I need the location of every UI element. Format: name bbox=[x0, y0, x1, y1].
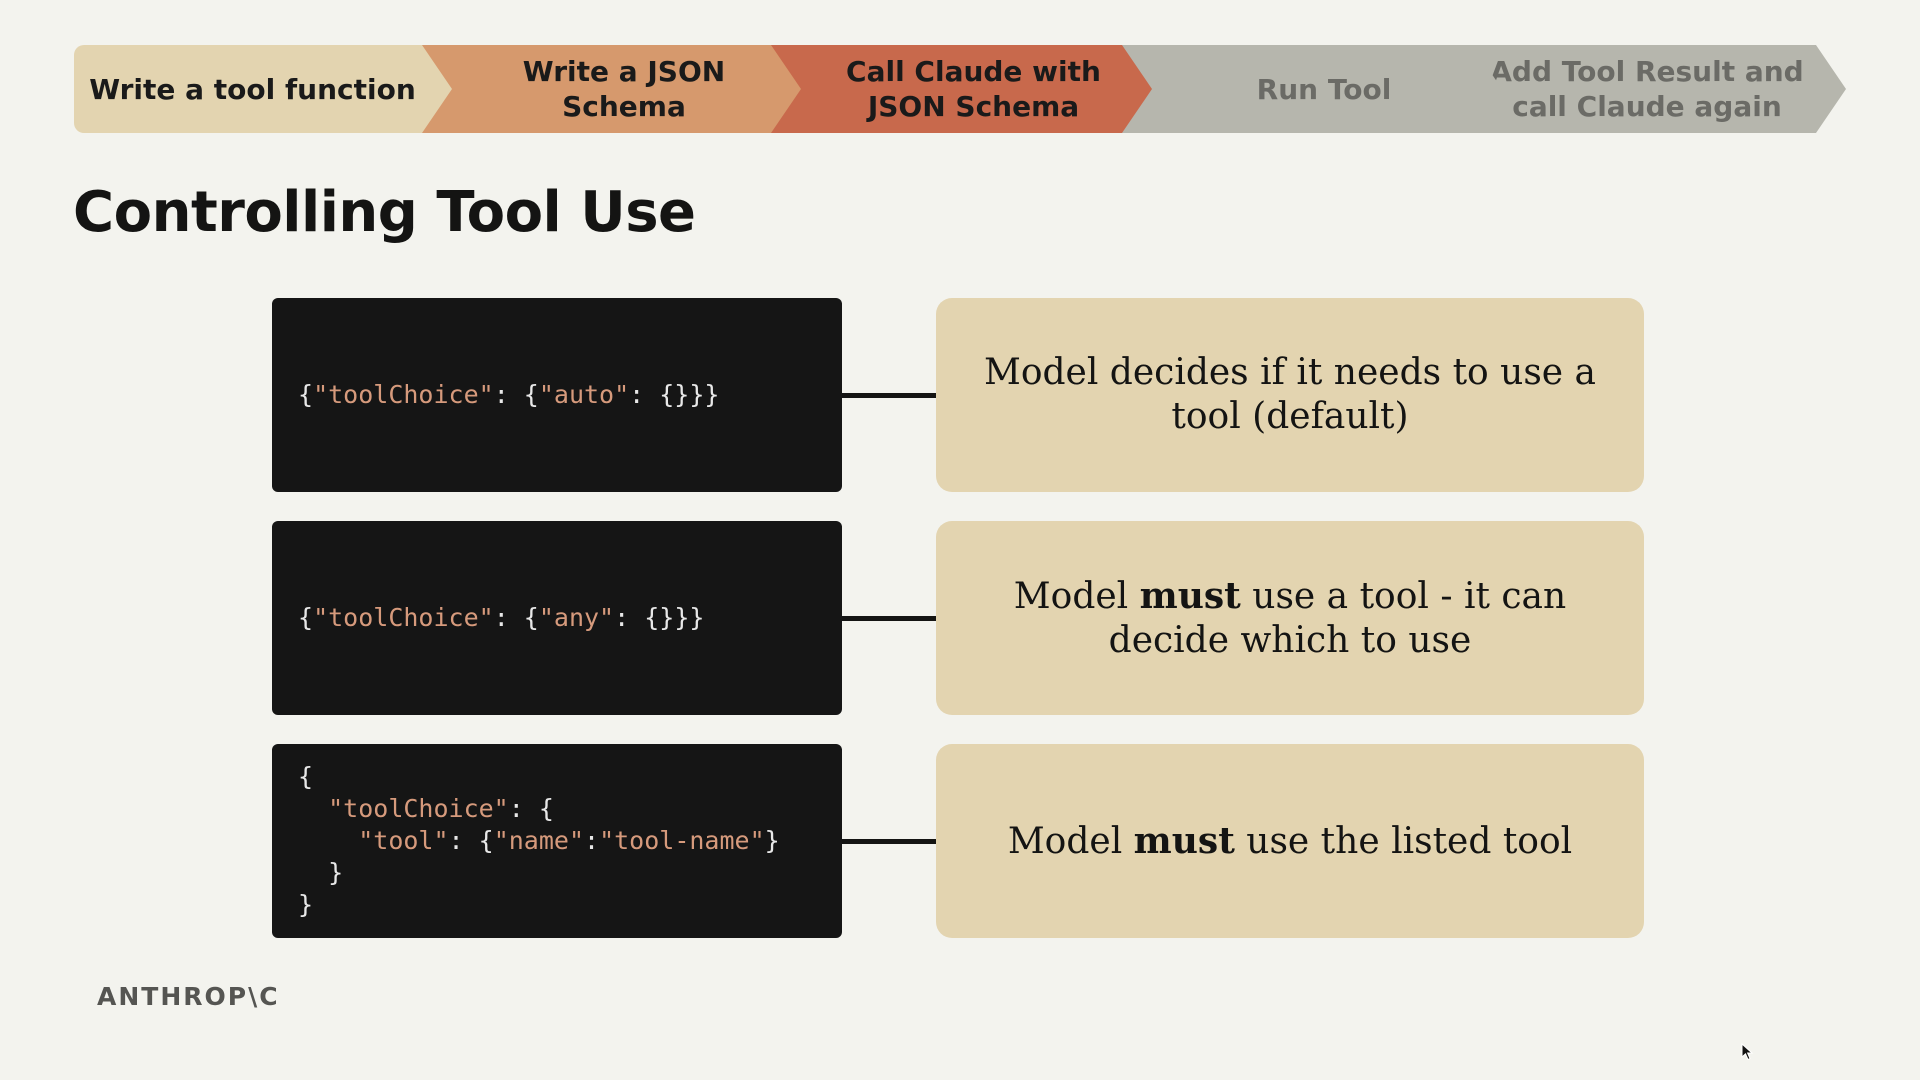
code-punct: : {}}} bbox=[614, 603, 705, 632]
code-punct: } bbox=[298, 858, 344, 887]
code-punct bbox=[298, 794, 328, 823]
code-line: } bbox=[298, 889, 780, 921]
description-segment: Model bbox=[1013, 575, 1140, 617]
code-text: {"toolChoice": {"any": {}}} bbox=[298, 602, 704, 634]
code-punct: } bbox=[764, 826, 780, 855]
code-line: {"toolChoice": {"auto": {}}} bbox=[298, 379, 719, 411]
slide-title: Controlling Tool Use bbox=[73, 180, 696, 245]
code-punct: : { bbox=[493, 603, 539, 632]
code-block: { "toolChoice": { "tool": {"name":"tool-… bbox=[272, 744, 842, 938]
mouse-cursor-icon bbox=[1741, 1043, 1754, 1061]
emphasis-text: must bbox=[1133, 819, 1235, 862]
tool-choice-row-tool: { "toolChoice": { "tool": {"name":"tool-… bbox=[272, 744, 1644, 938]
description-segment: use a tool - it can decide which to use bbox=[1108, 575, 1567, 661]
code-line: } bbox=[298, 857, 780, 889]
connector-line bbox=[842, 393, 936, 398]
code-punct: : { bbox=[508, 794, 554, 823]
emphasis-text: must bbox=[1139, 574, 1241, 617]
code-block: {"toolChoice": {"auto": {}}} bbox=[272, 298, 842, 492]
step-label: Write a tool function bbox=[89, 72, 416, 106]
code-punct: } bbox=[298, 890, 314, 919]
step-write-tool-function: Write a tool function bbox=[74, 45, 459, 133]
step-call-claude: Call Claude with JSON Schema bbox=[771, 45, 1162, 133]
code-string: "toolChoice" bbox=[328, 794, 509, 823]
tool-choice-row-any: {"toolChoice": {"any": {}}} Model must u… bbox=[272, 521, 1644, 715]
code-string: "toolChoice" bbox=[313, 380, 494, 409]
connector-line bbox=[842, 839, 936, 844]
code-string: "tool-name" bbox=[599, 826, 765, 855]
step-write-json-schema: Write a JSON Schema bbox=[422, 45, 812, 133]
step-label: Add Tool Result and call Claude again bbox=[1490, 55, 1804, 123]
code-punct: { bbox=[298, 762, 314, 791]
step-label: Write a JSON Schema bbox=[522, 55, 726, 123]
code-string: "tool" bbox=[358, 826, 449, 855]
description-text: Model must use the listed tool bbox=[1008, 819, 1572, 864]
code-line: { bbox=[298, 761, 780, 793]
step-label: Call Claude with JSON Schema bbox=[846, 55, 1101, 123]
code-block: {"toolChoice": {"any": {}}} bbox=[272, 521, 842, 715]
tool-choice-row-auto: {"toolChoice": {"auto": {}}} Model decid… bbox=[272, 298, 1644, 492]
description-card: Model decides if it needs to use a tool … bbox=[936, 298, 1644, 492]
code-punct: : { bbox=[493, 380, 539, 409]
code-line: "toolChoice": { bbox=[298, 793, 780, 825]
code-punct: : {}}} bbox=[629, 380, 720, 409]
connector-line bbox=[842, 616, 936, 621]
code-string: "any" bbox=[538, 603, 615, 632]
code-text: {"toolChoice": {"auto": {}}} bbox=[298, 379, 719, 411]
anthropic-logo: ANTHROP\C bbox=[97, 982, 280, 1011]
code-line: {"toolChoice": {"any": {}}} bbox=[298, 602, 704, 634]
step-run-tool: Run Tool bbox=[1122, 45, 1512, 133]
code-punct: : { bbox=[448, 826, 494, 855]
description-segment: Model bbox=[1007, 820, 1134, 862]
code-punct: { bbox=[298, 380, 314, 409]
code-string: "auto" bbox=[538, 380, 630, 409]
description-segment: use the listed tool bbox=[1234, 820, 1573, 862]
description-card: Model must use the listed tool bbox=[936, 744, 1644, 938]
code-line: "tool": {"name":"tool-name"} bbox=[298, 825, 780, 857]
process-steps-bar: Write a tool function Write a JSON Schem… bbox=[74, 45, 1846, 133]
code-text: { "toolChoice": { "tool": {"name":"tool-… bbox=[298, 761, 780, 921]
step-add-tool-result: Add Tool Result and call Claude again bbox=[1472, 45, 1846, 133]
description-text: Model decides if it needs to use a tool … bbox=[960, 351, 1620, 439]
description-text: Model must use a tool - it can decide wh… bbox=[960, 574, 1620, 663]
code-punct: : bbox=[584, 826, 600, 855]
code-string: "toolChoice" bbox=[313, 603, 494, 632]
description-card: Model must use a tool - it can decide wh… bbox=[936, 521, 1644, 715]
code-punct: { bbox=[298, 603, 314, 632]
code-punct bbox=[298, 826, 358, 855]
step-label: Run Tool bbox=[1256, 72, 1392, 106]
description-segment: Model decides if it needs to use a tool … bbox=[983, 352, 1597, 437]
code-string: "name" bbox=[493, 826, 584, 855]
